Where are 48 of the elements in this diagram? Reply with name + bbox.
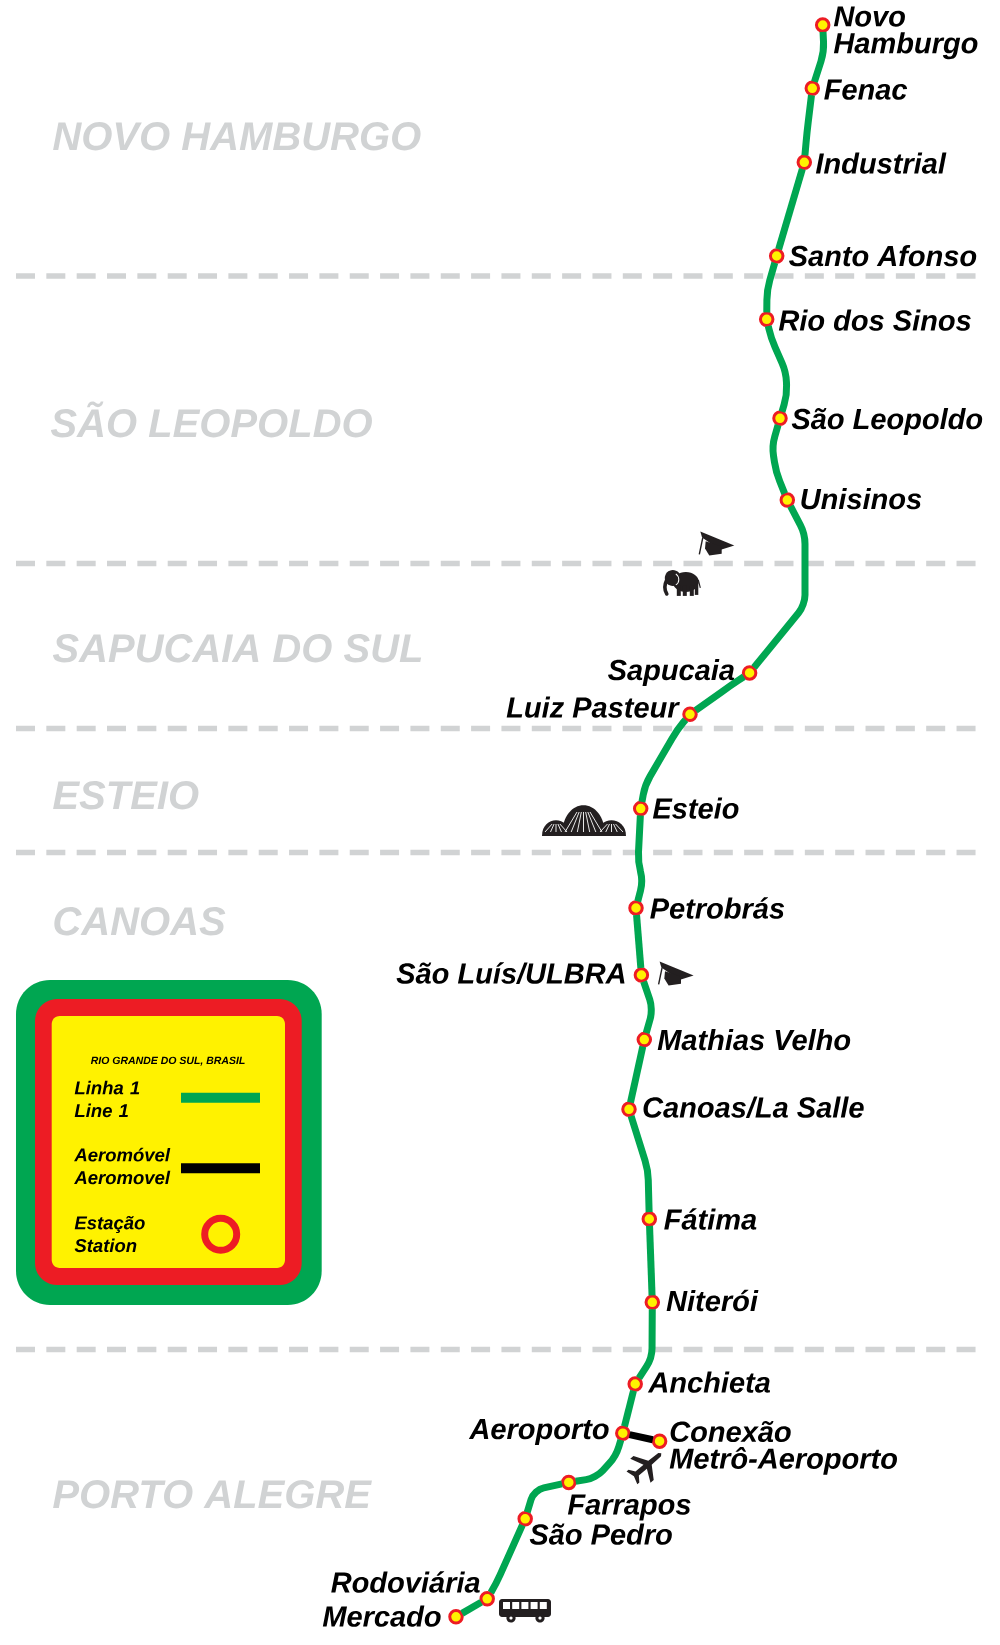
- station-label: São Leopoldo: [791, 408, 983, 436]
- rail-line: [628, 1431, 654, 1444]
- station-label: Industrial: [815, 152, 947, 174]
- station-label: Anchieta: [647, 1371, 770, 1393]
- station-label: Esteio: [652, 797, 739, 819]
- subtitle: RIO GRANDE DO SUL, BRASIL: [90, 1056, 245, 1066]
- station-label: Rodoviária: [331, 1571, 480, 1593]
- rail-line: [621, 1389, 637, 1428]
- station-label: Rio dos Sinos: [778, 309, 971, 331]
- rail-line: [811, 31, 828, 83]
- rail-line: [801, 94, 815, 156]
- rail-line: [640, 980, 655, 1034]
- legend-text: Aeromóvel Aeromovel: [74, 1147, 171, 1185]
- station-label: Aeroporto: [468, 1419, 609, 1446]
- station-label: Fenac: [824, 79, 908, 100]
- station-label: Luiz Pasteur: [506, 696, 680, 718]
- rail-line: [460, 1599, 483, 1617]
- rail-line: [638, 717, 689, 803]
- rail-line: [763, 261, 779, 313]
- station-label: Fátima: [664, 1208, 757, 1230]
- station-label: São Luís/ULBRA: [396, 962, 625, 985]
- legend-text: Estação Station: [74, 1215, 145, 1253]
- rail-line: [633, 914, 645, 969]
- rail-line: [487, 1523, 526, 1597]
- station-label: Santo Afonso: [789, 245, 977, 267]
- station-label: Unisinos: [801, 488, 922, 510]
- rail-line: [523, 1480, 563, 1514]
- legend-text: Linha 1 Line 1: [74, 1080, 140, 1118]
- station-label: Petrobrás: [650, 897, 785, 919]
- station-label: São Pedro: [529, 1523, 672, 1545]
- rail-line: [646, 1225, 656, 1296]
- rail-line: [775, 168, 806, 251]
- station-label: Farrapos: [567, 1494, 691, 1521]
- rail-line: [751, 504, 809, 670]
- rail-line: [575, 1438, 625, 1485]
- rail-line: [764, 324, 791, 413]
- rail-line: [627, 1114, 653, 1213]
- station-label: Mercado: [322, 1605, 441, 1627]
- station-label: Sapucaia: [608, 659, 735, 687]
- rail-line: [769, 424, 788, 495]
- station-label: Mathias Velho: [657, 1029, 851, 1051]
- station-label: Canoas/La Salle: [643, 1096, 864, 1119]
- rail-line: [634, 815, 645, 903]
- station-label: Conexão Metrô-Aeroporto: [669, 1420, 897, 1475]
- station-label: Novo Hamburgo: [833, 6, 978, 60]
- rail-line: [693, 673, 746, 714]
- station-label: Niterói: [666, 1289, 759, 1312]
- rail-line: [627, 1045, 647, 1104]
